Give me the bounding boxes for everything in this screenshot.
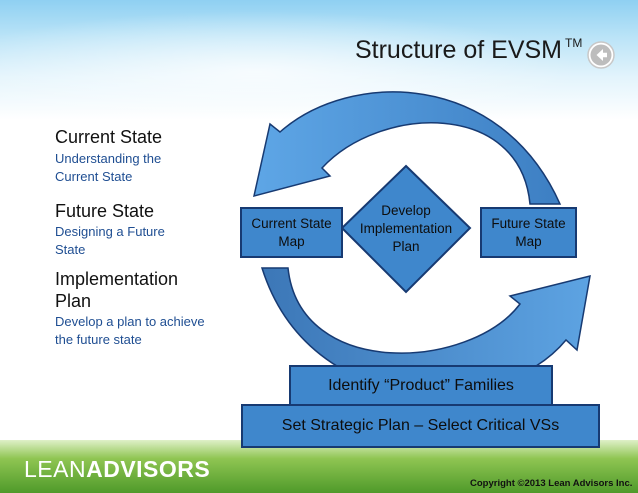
section-sub-implementation: Develop a plan to achieve the future sta… <box>55 314 205 347</box>
top-cycle-arrow <box>253 91 562 205</box>
future-state-map-box: Future State Map <box>480 207 577 258</box>
back-arrow-icon[interactable] <box>586 40 616 70</box>
strategic-plan-bar: Set Strategic Plan – Select Critical VSs <box>241 404 600 448</box>
section-heading-implementation: Implementation Plan <box>55 269 179 311</box>
center-diamond <box>340 164 472 294</box>
copyright-text: Copyright ©2013 Lean Advisors Inc. <box>470 478 633 489</box>
sky-glow <box>0 0 638 120</box>
product-families-label: Identify “Product” Families <box>328 377 514 394</box>
slide-title: Structure of EVSM <box>354 36 562 64</box>
grass-footer <box>0 440 638 493</box>
lean-advisors-logo: LEANADVISORS <box>24 456 210 483</box>
section-sub-current: Understanding the Current State <box>55 151 162 184</box>
section-heading-future: Future State <box>55 201 155 221</box>
section-sub-future: Designing a Future State <box>55 224 165 257</box>
section-heading-current: Current State <box>55 127 163 147</box>
current-state-map-box: Current State Map <box>240 207 343 258</box>
center-diamond-label: Develop Implementation Plan <box>359 203 453 254</box>
bottom-cycle-arrow <box>260 267 591 394</box>
logo-bold-text: ADVISORS <box>86 456 211 482</box>
current-state-map-label: Current State Map <box>251 215 332 249</box>
product-families-bar: Identify “Product” Families <box>289 365 553 407</box>
trademark-mark: TM <box>565 36 583 50</box>
strategic-plan-label: Set Strategic Plan – Select Critical VSs <box>281 417 560 434</box>
future-state-map-label: Future State Map <box>491 215 566 249</box>
logo-light-text: LEAN <box>24 456 87 482</box>
